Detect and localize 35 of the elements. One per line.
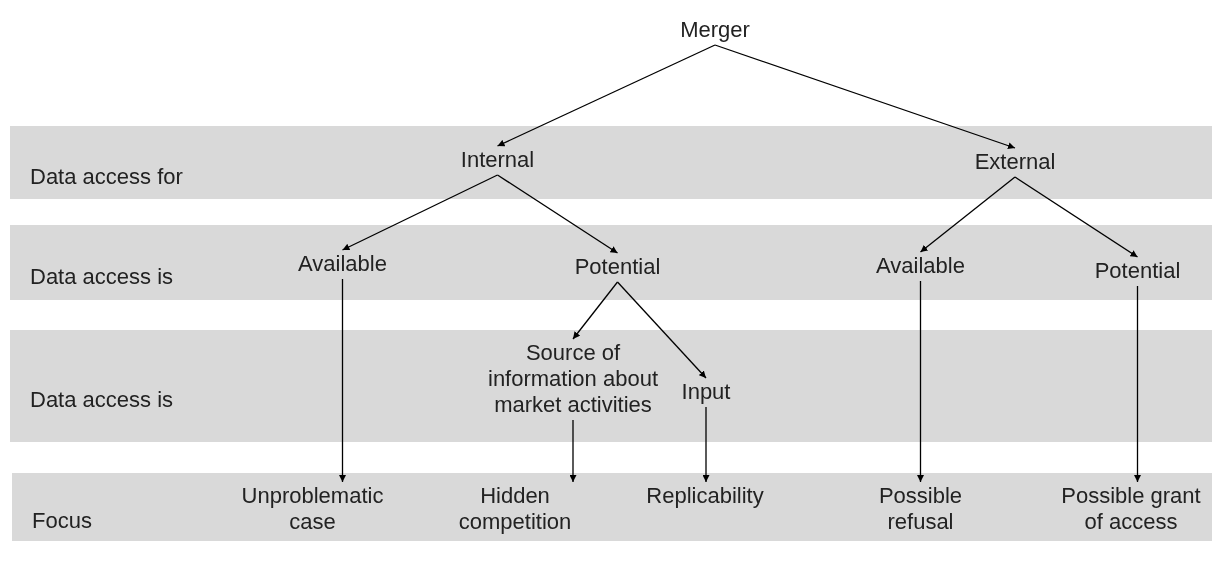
- tree-label: Internal: [460, 147, 535, 173]
- tree-label: Possible grant of access: [1060, 483, 1202, 535]
- arrow: [341, 174, 499, 251]
- arrow: [1134, 285, 1141, 483]
- tree-label: Merger: [680, 17, 750, 43]
- tree-label: Available: [876, 253, 965, 279]
- tree-label: Hidden competition: [457, 483, 573, 535]
- row-band: [10, 225, 1212, 300]
- tree-label: Potential: [1094, 258, 1181, 284]
- row-label: Data access is: [30, 387, 174, 412]
- arrow: [496, 174, 619, 254]
- tree-label: Potential: [574, 254, 661, 280]
- tree-label: Source of information about market activities: [487, 340, 659, 418]
- arrow: [702, 406, 710, 483]
- row-label: Focus: [32, 508, 92, 533]
- arrow: [714, 44, 1016, 150]
- arrow: [919, 176, 1016, 253]
- row-band: [12, 473, 1212, 541]
- row-label: Data access is: [30, 263, 174, 289]
- arrow: [496, 44, 716, 147]
- arrow: [917, 280, 924, 483]
- arrow: [1014, 176, 1139, 258]
- row-label: Data access for: [30, 163, 183, 189]
- row-band: [10, 330, 1212, 442]
- tree-label: Available: [298, 251, 387, 277]
- arrow: [616, 281, 707, 379]
- row-band: [10, 126, 1212, 199]
- tree-label: External: [974, 149, 1056, 175]
- arrow: [339, 278, 346, 483]
- tree-label: Input: [681, 379, 731, 405]
- arrow: [569, 419, 577, 483]
- tree-label: Possible refusal: [877, 483, 964, 535]
- arrow: [572, 281, 619, 340]
- tree-label: Replicability: [646, 483, 764, 509]
- tree-label: Unproblematic case: [240, 483, 385, 535]
